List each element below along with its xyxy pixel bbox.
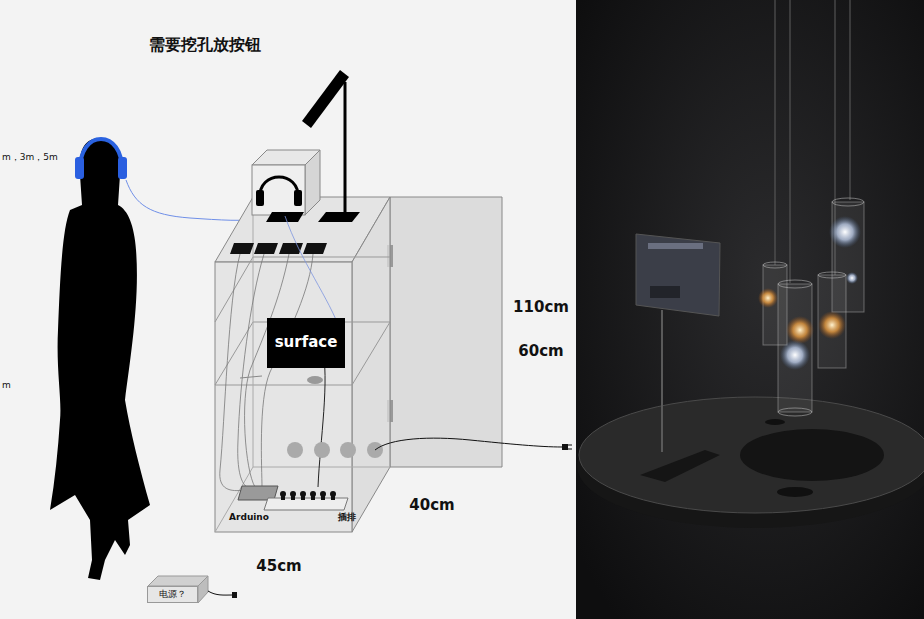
power-box: 电源？ — [147, 586, 198, 603]
diagram-title: 需要挖孔放按钮 — [149, 36, 261, 54]
part-name: 插排 — [338, 512, 356, 522]
dimension-label: 60cm — [518, 343, 563, 360]
distance-note: m — [2, 380, 11, 390]
dimension-label: 45cm — [256, 558, 301, 575]
node-text: 电源？ — [159, 589, 186, 599]
dimension-label: 40cm — [409, 497, 454, 514]
node-text: surface — [275, 334, 338, 351]
distance-note: m，3m，5m — [2, 152, 58, 162]
dimension-label: 110cm — [513, 299, 569, 316]
part-name: Arduino — [229, 512, 269, 522]
screen-box: surface — [267, 318, 345, 368]
